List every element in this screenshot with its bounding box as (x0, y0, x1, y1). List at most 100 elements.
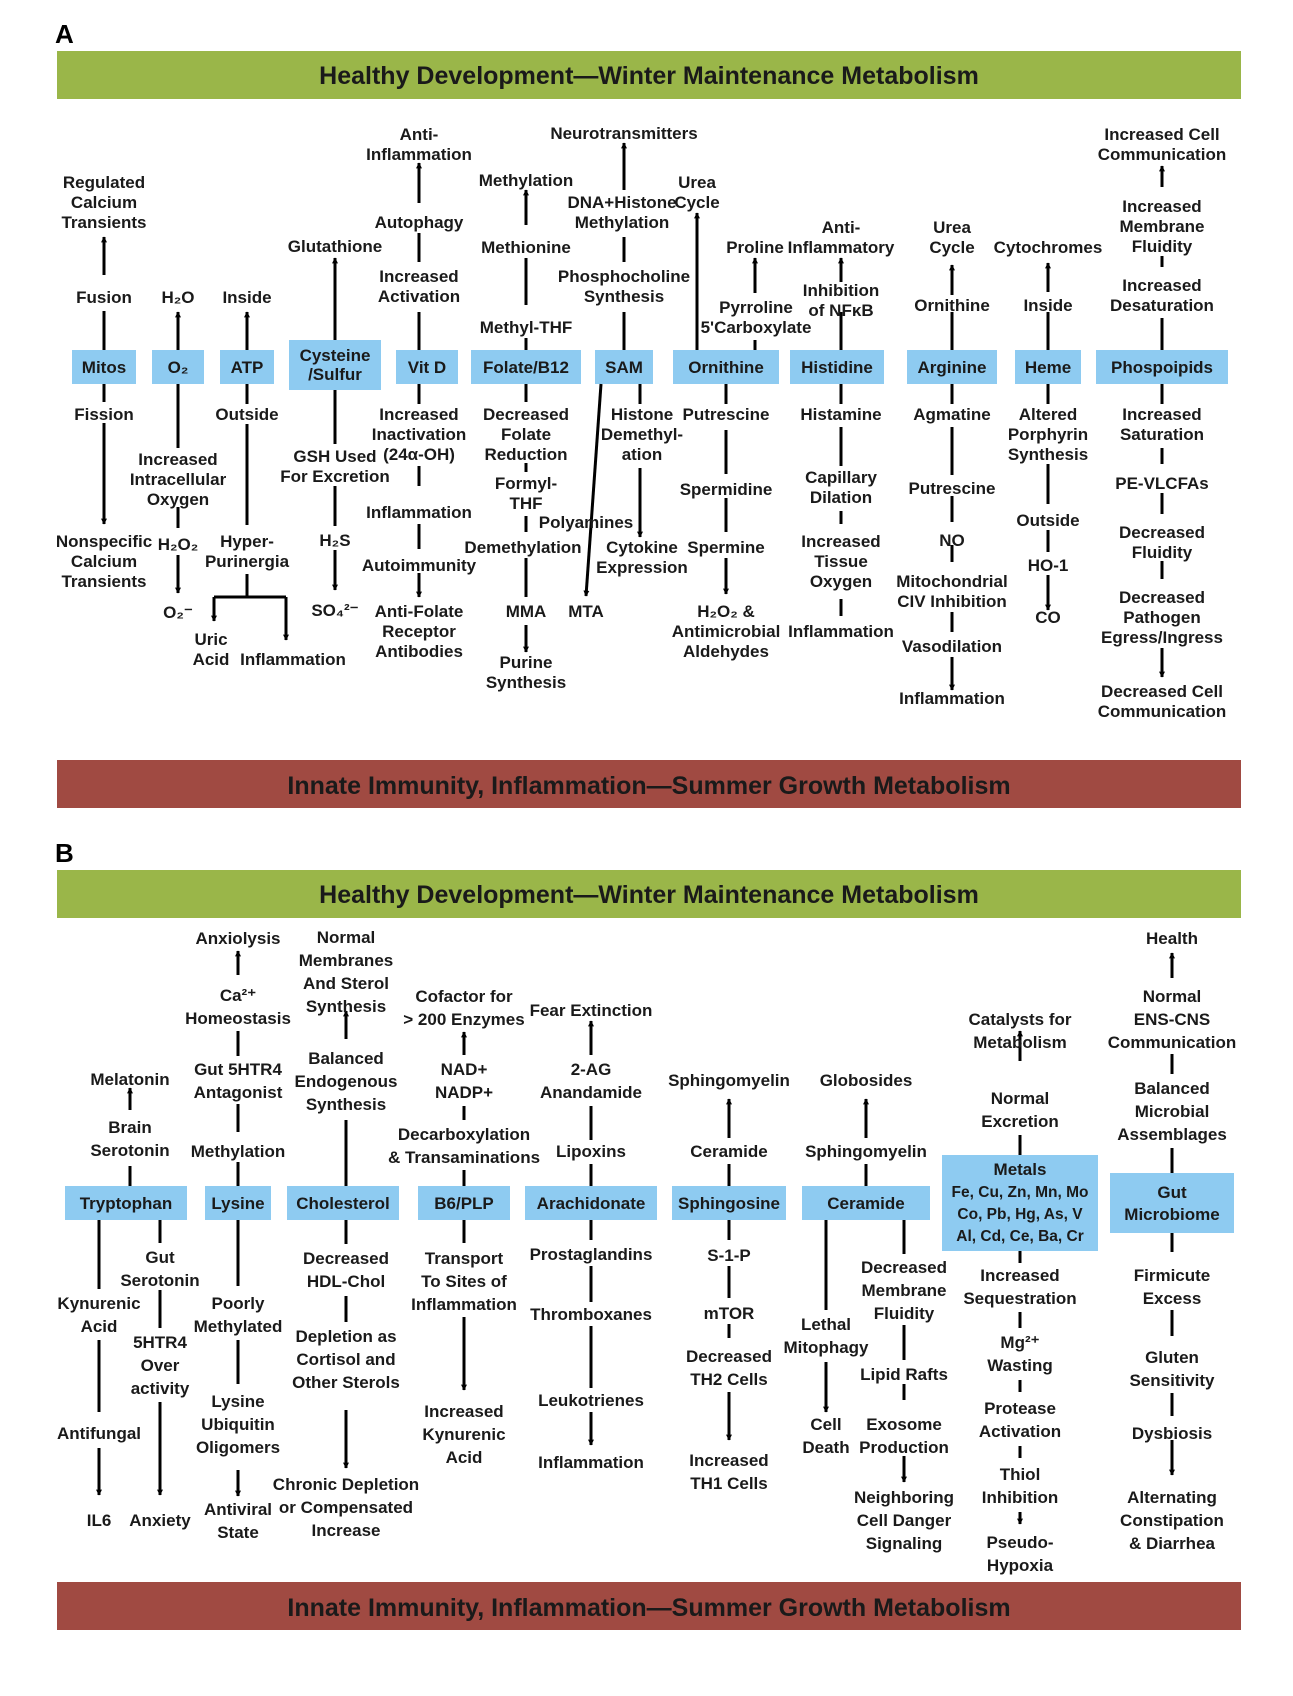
panel-a-lines (101, 142, 1165, 691)
node-atp (220, 350, 274, 384)
txt-methyl-thf: Methyl-THF (480, 318, 573, 337)
txt-sphingomyelin-cer: Sphingomyelin (805, 1142, 927, 1161)
txt-cofactor: Cofactor for> 200 Enzymes (403, 987, 524, 1029)
node-folate (471, 350, 581, 384)
txt-melatonin: Melatonin (90, 1070, 169, 1089)
txt-inflammation-vitd: Inflammation (366, 503, 472, 522)
txt-h2o: H₂O (161, 288, 194, 307)
node-cysteine (289, 340, 381, 390)
txt-mtor: mTOR (704, 1304, 755, 1323)
panel-a-nodes: Mitos O₂ ATP Cysteine/Sulfur Vit D Folat… (72, 340, 1228, 390)
txt-outside: Outside (215, 405, 278, 424)
txt-inflammation-arg: Inflammation (899, 689, 1005, 708)
txt-hyperpurinergia: Hyper-Purinergia (205, 532, 290, 571)
txt-cytochromes: Cytochromes (994, 238, 1103, 257)
txt-putrescine-arg: Putrescine (909, 479, 996, 498)
banner-b-bottom (57, 1582, 1241, 1630)
txt-glutathione: Glutathione (288, 237, 382, 256)
txt-dysbiosis: Dysbiosis (1132, 1424, 1212, 1443)
node-mitos (72, 350, 136, 384)
txt-s1p: S-1-P (707, 1246, 750, 1265)
txt-polyamines: Polyamines (539, 513, 634, 532)
node-arachidonate (525, 1186, 657, 1220)
txt-ho1: HO-1 (1028, 556, 1069, 575)
node-lysine-label: Lysine (211, 1194, 264, 1213)
txt-globosides: Globosides (820, 1071, 913, 1090)
node-gut-microbiome (1110, 1173, 1234, 1233)
banner-a-top (57, 51, 1241, 99)
node-metals-label: Metals (994, 1160, 1047, 1179)
txt-fission: Fission (74, 405, 134, 424)
banner-b-bottom-text: Innate Immunity, Inflammation—Summer Gro… (287, 1594, 1010, 1622)
txt-leukotrienes: Leukotrienes (538, 1391, 644, 1410)
node-ornithine-label: Ornithine (688, 358, 764, 377)
panel-b-lines (96, 950, 1175, 1525)
txt-prostaglandins: Prostaglandins (530, 1245, 653, 1264)
banner-b-top-text: Healthy Development—Winter Maintenance M… (319, 881, 979, 909)
banner-a-top-text: Healthy Development—Winter Maintenance M… (319, 62, 979, 90)
node-heme (1015, 350, 1081, 384)
txt-inflammation-atp: Inflammation (240, 650, 346, 669)
node-heme-label: Heme (1025, 358, 1071, 377)
txt-nad-nadp: NAD+NADP+ (435, 1060, 493, 1102)
txt-proline: Proline (726, 238, 784, 257)
txt-o2minus: O₂⁻ (163, 603, 193, 622)
node-tryptophan (65, 1186, 187, 1220)
txt-methionine: Methionine (481, 238, 571, 257)
node-folate-label: Folate/B12 (483, 358, 569, 377)
txt-vasodilation: Vasodilation (902, 637, 1002, 656)
node-sphingosine-label: Sphingosine (678, 1194, 780, 1213)
txt-so4: SO₄²⁻ (311, 601, 358, 620)
txt-h2o2: H₂O₂ (158, 535, 199, 554)
txt-anxiolysis: Anxiolysis (195, 929, 280, 948)
txt-il6: IL6 (87, 1511, 112, 1530)
node-sam (595, 350, 653, 384)
txt-pseudo-hypoxia: Pseudo-Hypoxia (986, 1533, 1053, 1575)
txt-thromboxanes: Thromboxanes (530, 1305, 652, 1324)
node-atp-label: ATP (231, 358, 264, 377)
node-vitd-label: Vit D (408, 358, 446, 377)
txt-mg-wasting: Mg²⁺Wasting (987, 1333, 1052, 1375)
txt-outside-heme: Outside (1016, 511, 1079, 530)
txt-pe-vlcfas: PE-VLCFAs (1115, 474, 1209, 493)
txt-no: NO (939, 531, 965, 550)
node-arginine-label: Arginine (918, 358, 987, 377)
node-mitos-label: Mitos (82, 358, 126, 377)
txt-anti-inflammation: Anti-Inflammation (366, 125, 472, 164)
